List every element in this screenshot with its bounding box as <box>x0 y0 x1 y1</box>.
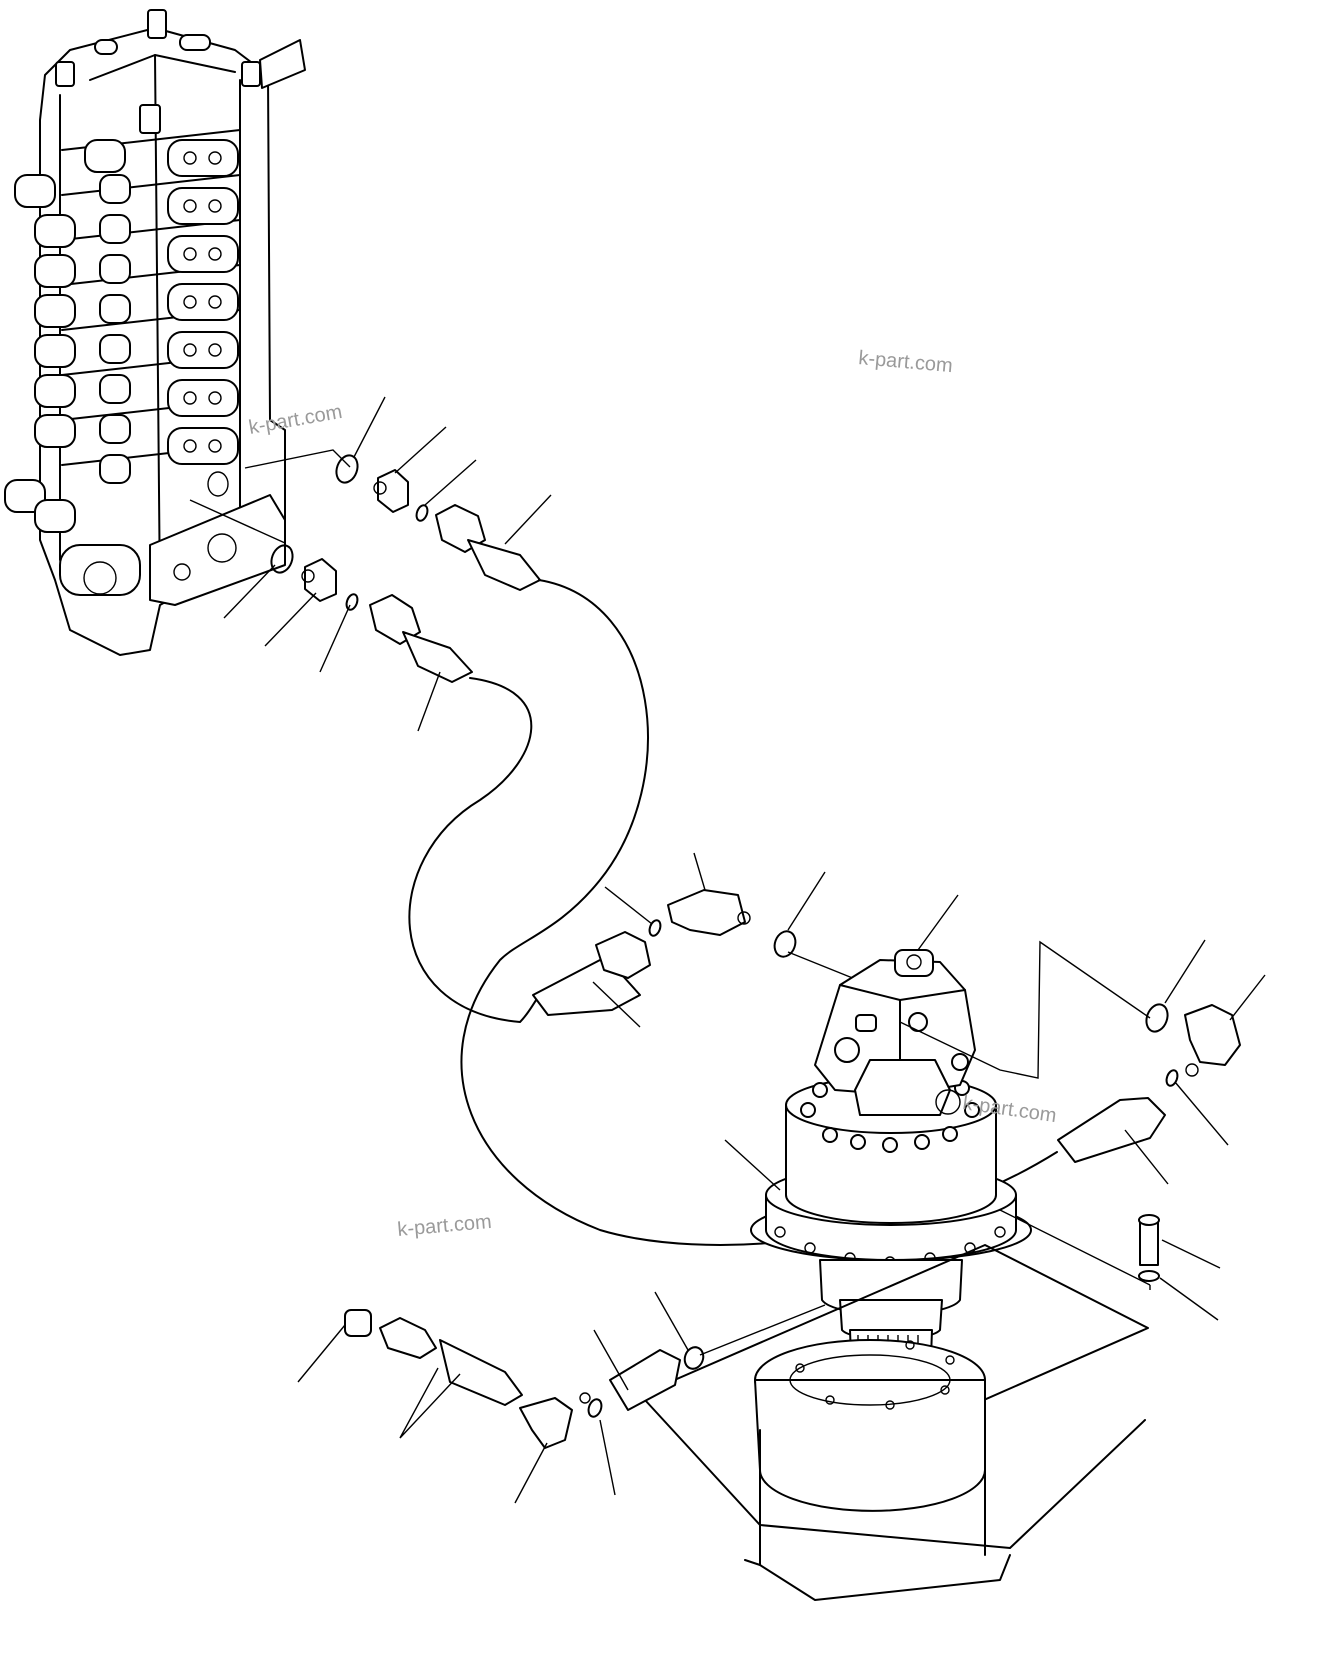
elbow-fitting-center <box>532 889 861 1016</box>
control-valve <box>4 9 306 656</box>
valve-sections <box>4 129 241 533</box>
watermark-3: k-part.com <box>397 1211 493 1241</box>
upper-fittings <box>335 454 541 591</box>
mount-base <box>639 1244 1149 1601</box>
swing-motor <box>750 949 1032 1394</box>
lower-fittings <box>270 544 473 683</box>
bottom-fittings <box>344 1309 705 1449</box>
right-fittings <box>1057 1003 1241 1282</box>
watermark-1: k-part.com <box>858 347 954 377</box>
